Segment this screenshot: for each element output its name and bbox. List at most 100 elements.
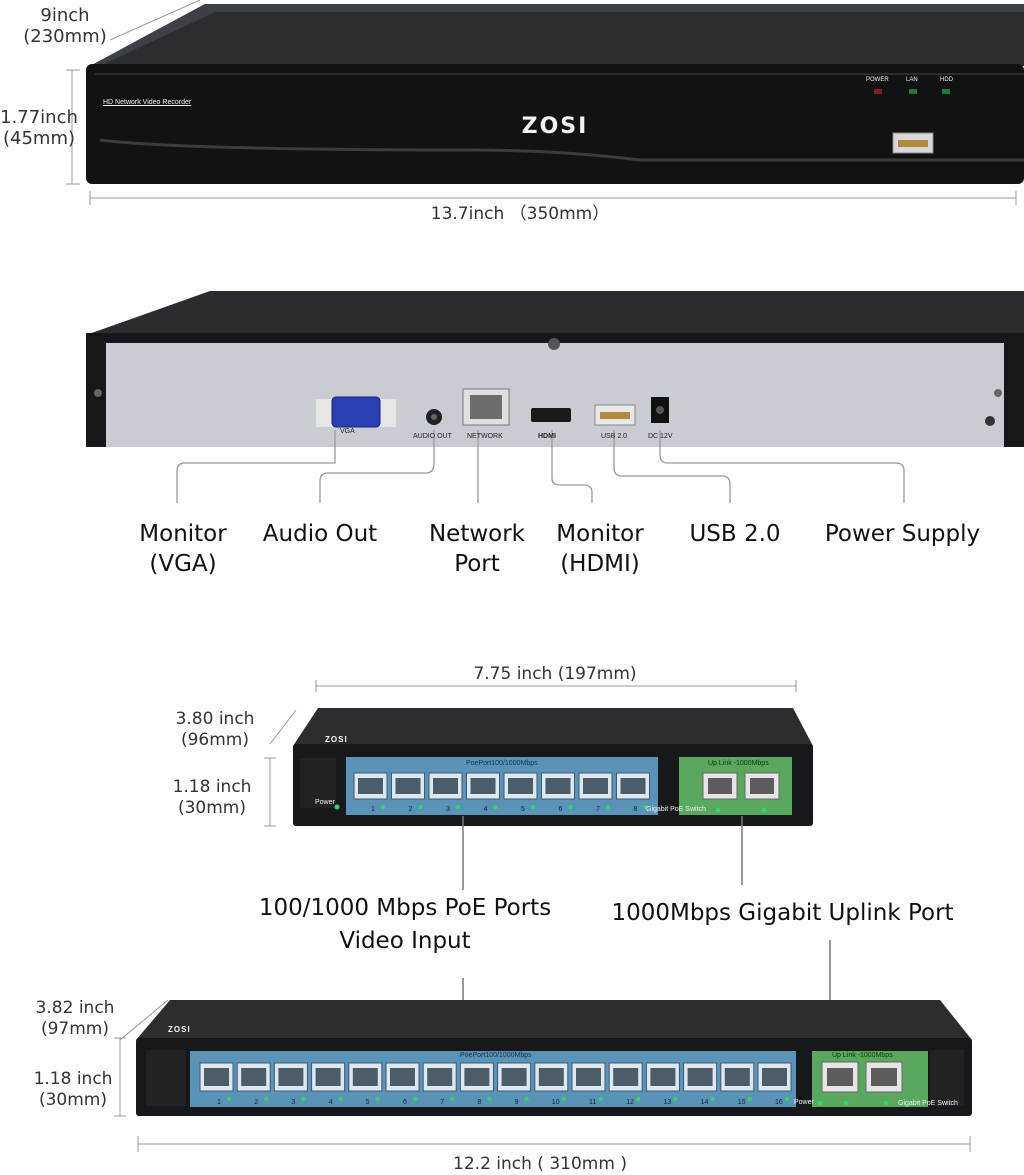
switch8-port-jack — [620, 778, 646, 794]
switch8-port-jack — [358, 778, 383, 794]
switch16-port-number: 4 — [328, 1099, 333, 1106]
switch16-port-jack — [724, 1068, 750, 1086]
switch16-power-label: Power — [794, 1099, 814, 1106]
nvr-back-drawing — [86, 291, 1024, 503]
switch8-port-number: 8 — [633, 806, 638, 813]
switch8-height: 1.18 inch(30mm) — [172, 777, 252, 818]
switch16-poe-title: PoePort100/1000Mbps — [460, 1052, 532, 1059]
switch16-port-number: 14 — [700, 1099, 709, 1106]
switch16-width: 12.2 inch ( 310mm ) — [453, 1154, 627, 1174]
switch16-port-led — [487, 1096, 492, 1102]
switch8-width: 7.75 inch (197mm) — [473, 664, 637, 684]
switch16-port-jack — [538, 1068, 564, 1086]
switch8-port-led — [455, 804, 461, 810]
callout-audio-out: Audio Out — [262, 521, 378, 547]
switch8-port-number: 4 — [483, 806, 488, 813]
switch8-port-number: 7 — [596, 806, 600, 813]
switch16-model: Gigabit PoE Switch — [898, 1100, 958, 1107]
switch8-port-led — [380, 804, 386, 810]
switch8-port-jack — [470, 778, 496, 794]
switch8-port-jack — [395, 778, 421, 794]
switch16-brand: ZOSI — [168, 1025, 191, 1034]
switch16-port-led — [412, 1096, 418, 1102]
switch8-port-led — [568, 804, 573, 810]
callout-power-supply: Power Supply — [824, 521, 981, 547]
switch16-port-jack — [613, 1068, 639, 1086]
switch16-drawing — [114, 940, 972, 1152]
switch16-port-jack — [241, 1068, 267, 1086]
switch16-port-led — [264, 1096, 269, 1102]
switch16-port-jack — [352, 1068, 378, 1086]
callout-monitor-hdmi: Monitor(HDMI) — [556, 521, 644, 577]
led-hdd-label: HDD — [940, 77, 953, 83]
switch16-port-number: 8 — [477, 1099, 482, 1106]
switch16-depth: 3.82 inch(97mm) — [35, 998, 115, 1039]
switch16-port-number: 3 — [291, 1099, 296, 1106]
switch16-port-led — [710, 1096, 715, 1102]
switch16-port-led — [561, 1096, 566, 1102]
switch16-port-jack — [315, 1068, 341, 1086]
switch16-port-number: 2 — [254, 1099, 259, 1106]
switch8-port-number: 6 — [558, 806, 563, 813]
switch16-port-number: 10 — [551, 1099, 560, 1106]
switch8-port-jack — [433, 778, 458, 794]
switch8-port-led — [643, 804, 648, 810]
switch8-power-label: Power — [315, 799, 335, 806]
switch8-port-jack — [583, 778, 608, 794]
switch16-port-number: 16 — [775, 1099, 783, 1106]
port-audio-label: AUDIO OUT — [413, 433, 452, 440]
led-power-label: POWER — [866, 77, 889, 83]
nvr-height: 1.77inch(45mm) — [0, 107, 78, 149]
switch16-port-number: 13 — [663, 1099, 672, 1106]
switch16-port-led — [524, 1096, 529, 1102]
switch8-port-jack — [545, 778, 571, 794]
switch16-port-jack — [204, 1068, 229, 1086]
switch8-port-number: 5 — [521, 806, 525, 813]
nvr-brand-logo: ZOSI — [521, 114, 589, 139]
switch16-uplink-title: Up Link -1000Mbps — [832, 1052, 893, 1059]
switch16-port-led — [598, 1096, 604, 1102]
switch16-port-led — [673, 1096, 678, 1102]
switch8-port-number: 2 — [408, 806, 413, 813]
switch16-port-number: 12 — [626, 1099, 634, 1106]
switch8-port-number: 3 — [446, 806, 450, 813]
nvr-front-drawing — [66, 0, 1024, 205]
switch8-depth: 3.80 inch(96mm) — [175, 709, 255, 750]
switch16-port-led — [226, 1096, 232, 1102]
switch16-port-led — [301, 1096, 306, 1102]
switch16-port-jack — [278, 1068, 304, 1086]
nvr-depth: 9inch(230mm) — [23, 5, 107, 47]
switch8-port-led — [493, 804, 498, 810]
switch16-height: 1.18 inch(30mm) — [33, 1069, 113, 1110]
switch16-port-jack — [687, 1068, 713, 1086]
switch16-port-number: 9 — [514, 1099, 519, 1106]
switch16-port-led — [450, 1096, 455, 1102]
switch16-port-jack — [501, 1068, 527, 1086]
switch16-port-jack — [650, 1068, 676, 1086]
switch8-port-led — [605, 804, 611, 810]
switch16-port-number: 7 — [440, 1099, 445, 1106]
switch8-port-jack — [508, 778, 533, 794]
callout-monitor-vga: Monitor(VGA) — [139, 521, 227, 577]
switch8-port-led — [418, 804, 423, 810]
switch8-model: Gigabit PoE Switch — [646, 806, 706, 813]
switch16-port-jack — [464, 1068, 490, 1086]
switch16-port-led — [747, 1096, 752, 1102]
switch16-port-number: 5 — [365, 1099, 370, 1106]
nvr-model-text: HD Network Video Recorder — [103, 99, 192, 106]
port-hdmi-label: HDMI — [538, 433, 556, 440]
switch16-port-jack — [390, 1068, 415, 1086]
switch16-port-number: 15 — [737, 1099, 746, 1106]
port-network-label: NETWORK — [467, 433, 503, 440]
switch8-uplink-title: Up Link -1000Mbps — [708, 760, 769, 767]
switch16-port-led — [338, 1096, 343, 1102]
switch8-brand: ZOSI — [325, 735, 348, 744]
nvr-width: 13.7inch （350mm） — [430, 204, 610, 224]
port-usb-label: USB 2.0 — [601, 433, 628, 440]
switch16-port-led — [784, 1096, 790, 1102]
switch8-port-led — [530, 804, 536, 810]
switch16-port-jack — [762, 1068, 787, 1086]
callout-usb: USB 2.0 — [689, 521, 781, 547]
